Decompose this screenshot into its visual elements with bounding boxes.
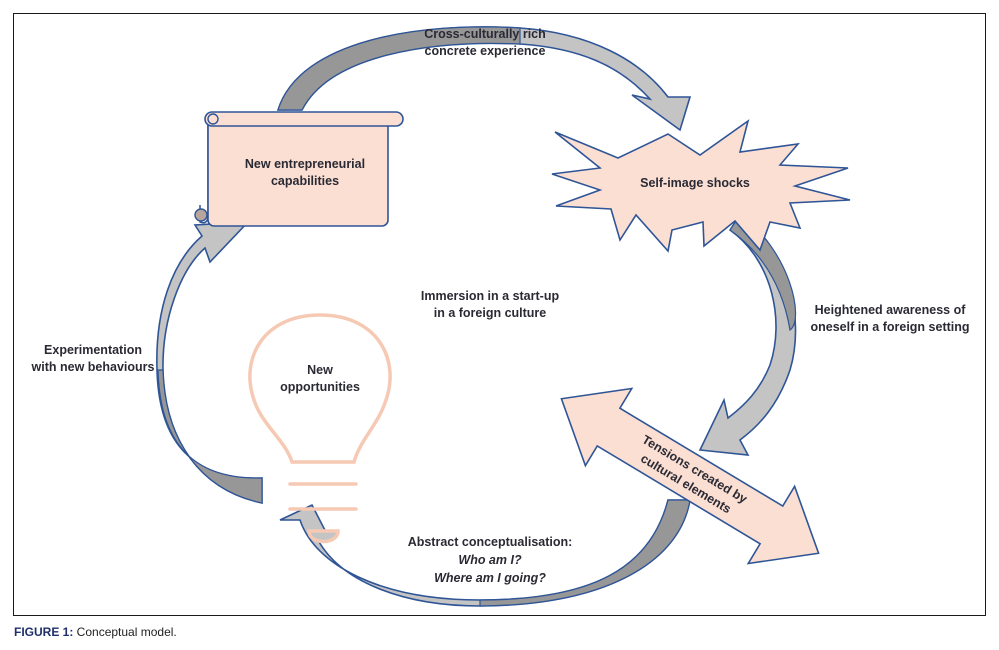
edge-right-line2: oneself in a foreign setting [810, 320, 970, 334]
node-capabilities-label: New entrepreneurial capabilities [225, 156, 385, 190]
arrow-right [698, 213, 797, 456]
center-line2: in a foreign culture [433, 306, 547, 320]
edge-bottom-line2: Who am I? [458, 553, 522, 567]
edge-right-label: Heightened awareness of oneself in a for… [800, 302, 980, 336]
opportunities-line2: opportunities [280, 380, 360, 394]
edge-left-line2: with new behaviours [31, 360, 155, 374]
edge-left-line1: Experimentation [44, 343, 142, 357]
edge-top-line2: concrete experience [424, 44, 546, 58]
center-line1: Immersion in a start-up [420, 289, 560, 303]
arrow-left [156, 221, 263, 504]
figure-frame [13, 13, 986, 616]
caption-label: FIGURE 1: [14, 625, 74, 639]
edge-top-line1: Cross-culturally rich [424, 27, 546, 41]
shocks-text: Self-image shocks [640, 176, 750, 190]
caption-text: Conceptual model. [73, 625, 177, 639]
opportunities-line1: New [307, 363, 333, 377]
capabilities-line2: capabilities [270, 174, 340, 188]
node-tensions-double-arrow [560, 387, 820, 565]
center-label: Immersion in a start-up in a foreign cul… [410, 288, 570, 322]
node-opportunities-lightbulb [248, 313, 392, 544]
edge-bottom-label: Abstract conceptualisation: Who am I? Wh… [395, 533, 585, 587]
edge-top-label: Cross-culturally rich concrete experienc… [420, 26, 550, 60]
edge-bottom-line1: Abstract conceptualisation: [407, 535, 573, 549]
arrow-bottom [279, 499, 691, 607]
node-capabilities-scroll [194, 111, 404, 227]
node-shocks-explosion [551, 119, 851, 253]
figure-caption: FIGURE 1: Conceptual model. [14, 625, 177, 639]
capabilities-line1: New entrepreneurial [244, 157, 366, 171]
node-shocks-label: Self-image shocks [630, 175, 760, 192]
edge-left-label: Experimentation with new behaviours [28, 342, 158, 376]
node-opportunities-label: New opportunities [275, 362, 365, 396]
arrow-top [276, 26, 692, 132]
edge-bottom-line3: Where am I going? [434, 571, 546, 585]
edge-right-line1: Heightened awareness of [814, 303, 966, 317]
